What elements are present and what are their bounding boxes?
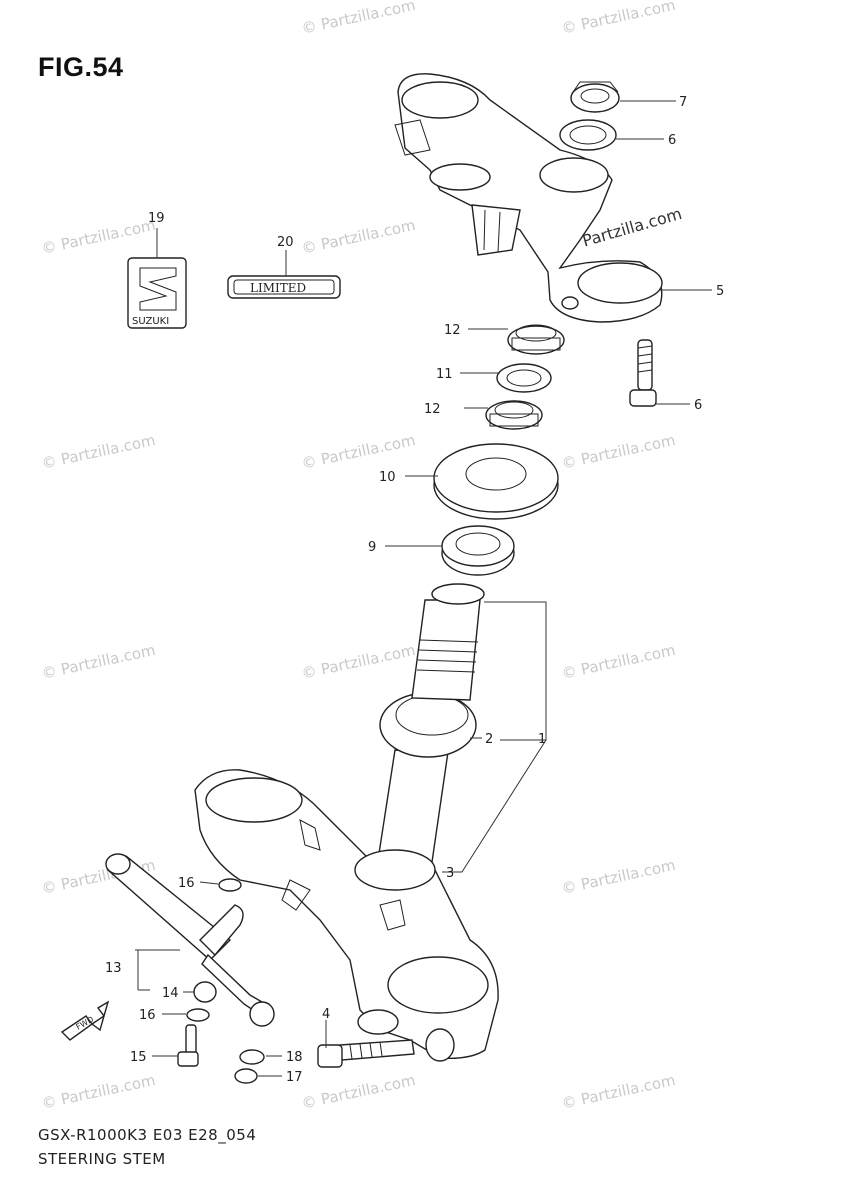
upper-bracket bbox=[394, 73, 663, 323]
lock-nut-12-lower bbox=[485, 400, 543, 430]
callout-13: 13 bbox=[105, 961, 122, 976]
lock-nut-12-upper bbox=[507, 324, 565, 355]
footer-model-code: GSX-R1000K3 E03 E28_054 bbox=[38, 1126, 257, 1144]
washer-18 bbox=[239, 1049, 265, 1065]
footer-assembly-name: STEERING STEM bbox=[38, 1150, 166, 1168]
callout-7: 6 bbox=[668, 133, 676, 148]
steering-damper-13 bbox=[105, 853, 275, 1027]
callout-10: 10 bbox=[379, 470, 396, 485]
callout-6: 6 bbox=[694, 398, 702, 413]
lower-bracket bbox=[194, 583, 499, 1062]
washer-16-upper bbox=[218, 878, 242, 892]
fwd-arrow-icon bbox=[60, 1000, 110, 1041]
callout-15: 15 bbox=[130, 1050, 147, 1065]
callout-labels: 7 6 5 6 12 11 12 10 9 2 1 3 4 16 13 14 1… bbox=[75, 95, 725, 1085]
washer-7 bbox=[559, 119, 617, 151]
bolt-6 bbox=[629, 339, 657, 407]
callout-20: 20 bbox=[277, 235, 294, 250]
nut-8 bbox=[570, 81, 620, 113]
callout-14: 14 bbox=[162, 986, 179, 1001]
callout-4: 4 bbox=[322, 1007, 330, 1022]
washer-16-lower bbox=[186, 1008, 210, 1022]
bolt-4 bbox=[317, 1039, 415, 1068]
leader-lines bbox=[135, 100, 712, 1077]
callout-16-lower: 16 bbox=[139, 1008, 156, 1023]
callout-5: 5 bbox=[716, 284, 724, 299]
callout-18: 18 bbox=[286, 1050, 303, 1065]
nut-17 bbox=[234, 1068, 258, 1084]
dust-seal-10 bbox=[433, 443, 559, 520]
bolt-15 bbox=[177, 1024, 199, 1067]
callout-17: 17 bbox=[286, 1070, 303, 1085]
figure-title: FIG.54 bbox=[38, 52, 124, 82]
callout-8: 7 bbox=[679, 95, 687, 110]
emblem-limited-text: LIMITED bbox=[250, 281, 306, 295]
callout-16-upper: 16 bbox=[178, 876, 195, 891]
washer-11 bbox=[496, 363, 552, 393]
callout-12-lower: 12 bbox=[424, 402, 441, 417]
callout-19: 19 bbox=[148, 211, 165, 226]
callout-12-upper: 12 bbox=[444, 323, 461, 338]
bearing-9 bbox=[441, 525, 515, 576]
callout-1: 1 bbox=[538, 732, 546, 747]
callout-9: 9 bbox=[368, 540, 376, 555]
emblem-brand-text: SUZUKI bbox=[132, 316, 169, 327]
callout-3: 3 bbox=[446, 866, 454, 881]
emblem-20 bbox=[227, 275, 341, 299]
callout-2: 2 bbox=[485, 732, 493, 747]
callout-11: 11 bbox=[436, 367, 453, 382]
